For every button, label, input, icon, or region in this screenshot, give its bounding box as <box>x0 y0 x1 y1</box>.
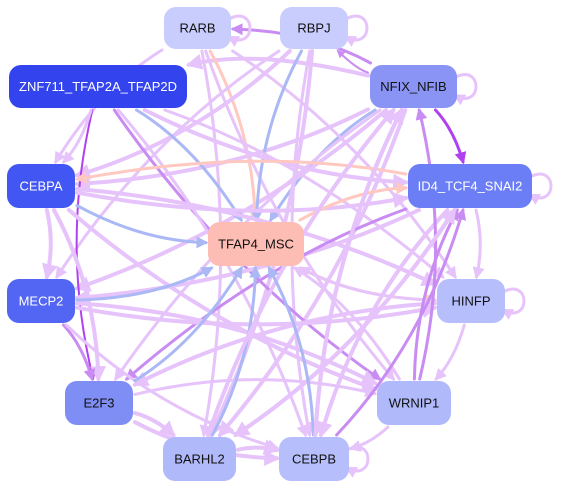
edge-barhl2-to-tfap4 <box>210 265 262 437</box>
self-loop-cebpb <box>344 445 370 478</box>
node-box <box>65 381 133 425</box>
self-loop-rarb <box>226 14 252 47</box>
edge-id4-to-e2f3 <box>124 207 408 381</box>
node-label: CEBPB <box>292 452 336 467</box>
edge-tfap4-to-id4 <box>298 182 409 222</box>
edge-wrnip1-to-cebpb <box>348 425 390 452</box>
edge-e2f3-to-wrnip1 <box>133 378 378 398</box>
edge-wrnip1-to-tfap4 <box>292 266 401 381</box>
edge-mecp2-to-e2f3 <box>62 323 96 382</box>
node-label: MECP2 <box>19 294 64 309</box>
node-box <box>163 437 236 481</box>
edge-cebpa-to-tfap4 <box>75 204 209 249</box>
node-label: E2F3 <box>83 396 114 411</box>
edge-mecp2-to-wrnip1 <box>75 301 378 386</box>
self-loop-nfix <box>452 73 478 106</box>
edge-mecp2-to-tfap4 <box>75 266 214 302</box>
node-e2f3[interactable]: E2F3 <box>65 381 133 425</box>
edge-znf711-to-cebpa <box>61 108 93 164</box>
node-label: WRNIP1 <box>389 396 440 411</box>
edge-cebpb-to-tfap4 <box>267 265 315 437</box>
edge-id4-to-cebpa <box>74 159 408 184</box>
node-znf711[interactable]: ZNF711_TFAP2A_TFAP2D <box>9 65 187 108</box>
edge-rarb-to-tfap4 <box>208 49 262 223</box>
node-label: RBPJ <box>297 21 330 36</box>
edge-hinfp-to-wrnip1 <box>434 323 466 381</box>
node-label: HINFP <box>452 294 491 309</box>
node-box <box>9 65 187 108</box>
node-cebpb[interactable]: CEBPB <box>279 437 349 481</box>
self-loop-layer <box>226 14 553 478</box>
edge-hinfp-to-tfap4 <box>298 266 437 302</box>
edge-e2f3-to-barhl2 <box>133 411 176 438</box>
edge-znf711-to-tfap4 <box>135 108 243 223</box>
node-box <box>208 222 304 266</box>
edge-cebpa-to-mecp2 <box>41 208 58 281</box>
edge-cebpa-to-hinfp <box>75 187 438 287</box>
edge-barhl2-to-id4 <box>233 207 457 437</box>
edge-wrnip1-to-id4 <box>412 207 459 381</box>
edge-cebpa-to-id4 <box>75 190 410 213</box>
node-box <box>7 164 75 208</box>
edge-id4-to-cebpb <box>316 208 450 439</box>
edge-znf711-to-hinfp <box>163 108 445 279</box>
node-label: CEBPA <box>19 179 62 194</box>
node-mecp2[interactable]: MECP2 <box>7 279 75 323</box>
node-cebpa[interactable]: CEBPA <box>7 164 75 208</box>
node-layer: RARB RBPJ ZNF711_TFAP2A_TFAP2D NFIX_NFIB CEB… <box>7 7 532 481</box>
edge-mecp2-to-cebpb <box>64 323 280 452</box>
node-box <box>377 381 451 425</box>
node-label: RARB <box>179 21 215 36</box>
edge-rbpj-to-cebpa <box>73 49 292 180</box>
node-label: ZNF711_TFAP2A_TFAP2D <box>19 79 177 94</box>
edge-id4-to-hinfp <box>472 208 485 280</box>
edge-barhl2-to-cebpb <box>236 439 281 455</box>
node-box <box>164 7 231 49</box>
node-wrnip1[interactable]: WRNIP1 <box>377 381 451 425</box>
node-box <box>408 164 532 208</box>
node-label: BARHL2 <box>174 452 225 467</box>
node-box <box>370 65 457 108</box>
node-box <box>7 279 75 323</box>
node-rarb[interactable]: RARB <box>164 7 231 49</box>
edge-rbpj-to-mecp2 <box>55 49 281 280</box>
edge-cebpb-to-id4 <box>335 207 467 437</box>
self-loop-id4 <box>527 172 553 205</box>
edge-cebpb-to-nfix <box>313 107 404 437</box>
node-label: NFIX_NFIB <box>380 79 446 94</box>
node-box <box>437 279 505 323</box>
node-rbpj[interactable]: RBPJ <box>280 7 348 49</box>
node-label: TFAP4_MSC <box>218 237 294 252</box>
node-box <box>279 437 349 481</box>
self-loop-hinfp <box>500 287 526 320</box>
edge-cebpa-to-wrnip1 <box>66 208 379 393</box>
edge-nfix-to-barhl2 <box>217 108 408 438</box>
node-box <box>280 7 348 49</box>
node-tfap4[interactable]: TFAP4_MSC <box>208 222 304 266</box>
edge-hinfp-to-e2f3 <box>132 301 437 387</box>
node-id4[interactable]: ID4_TCF4_SNAI2 <box>408 164 532 208</box>
node-nfix[interactable]: NFIX_NFIB <box>370 65 457 108</box>
self-loop-rbpj <box>343 14 369 47</box>
node-label: ID4_TCF4_SNAI2 <box>418 179 523 194</box>
edge-e2f3-to-tfap4 <box>133 265 243 383</box>
node-barhl2[interactable]: BARHL2 <box>163 437 236 481</box>
edge-nfix-to-rbpj <box>336 49 369 74</box>
edge-rbpj-to-tfap4 <box>250 49 303 223</box>
edge-wrnip1-to-nfix <box>415 107 438 381</box>
node-hinfp[interactable]: HINFP <box>437 279 505 323</box>
edge-nfix-to-id4 <box>434 108 467 165</box>
